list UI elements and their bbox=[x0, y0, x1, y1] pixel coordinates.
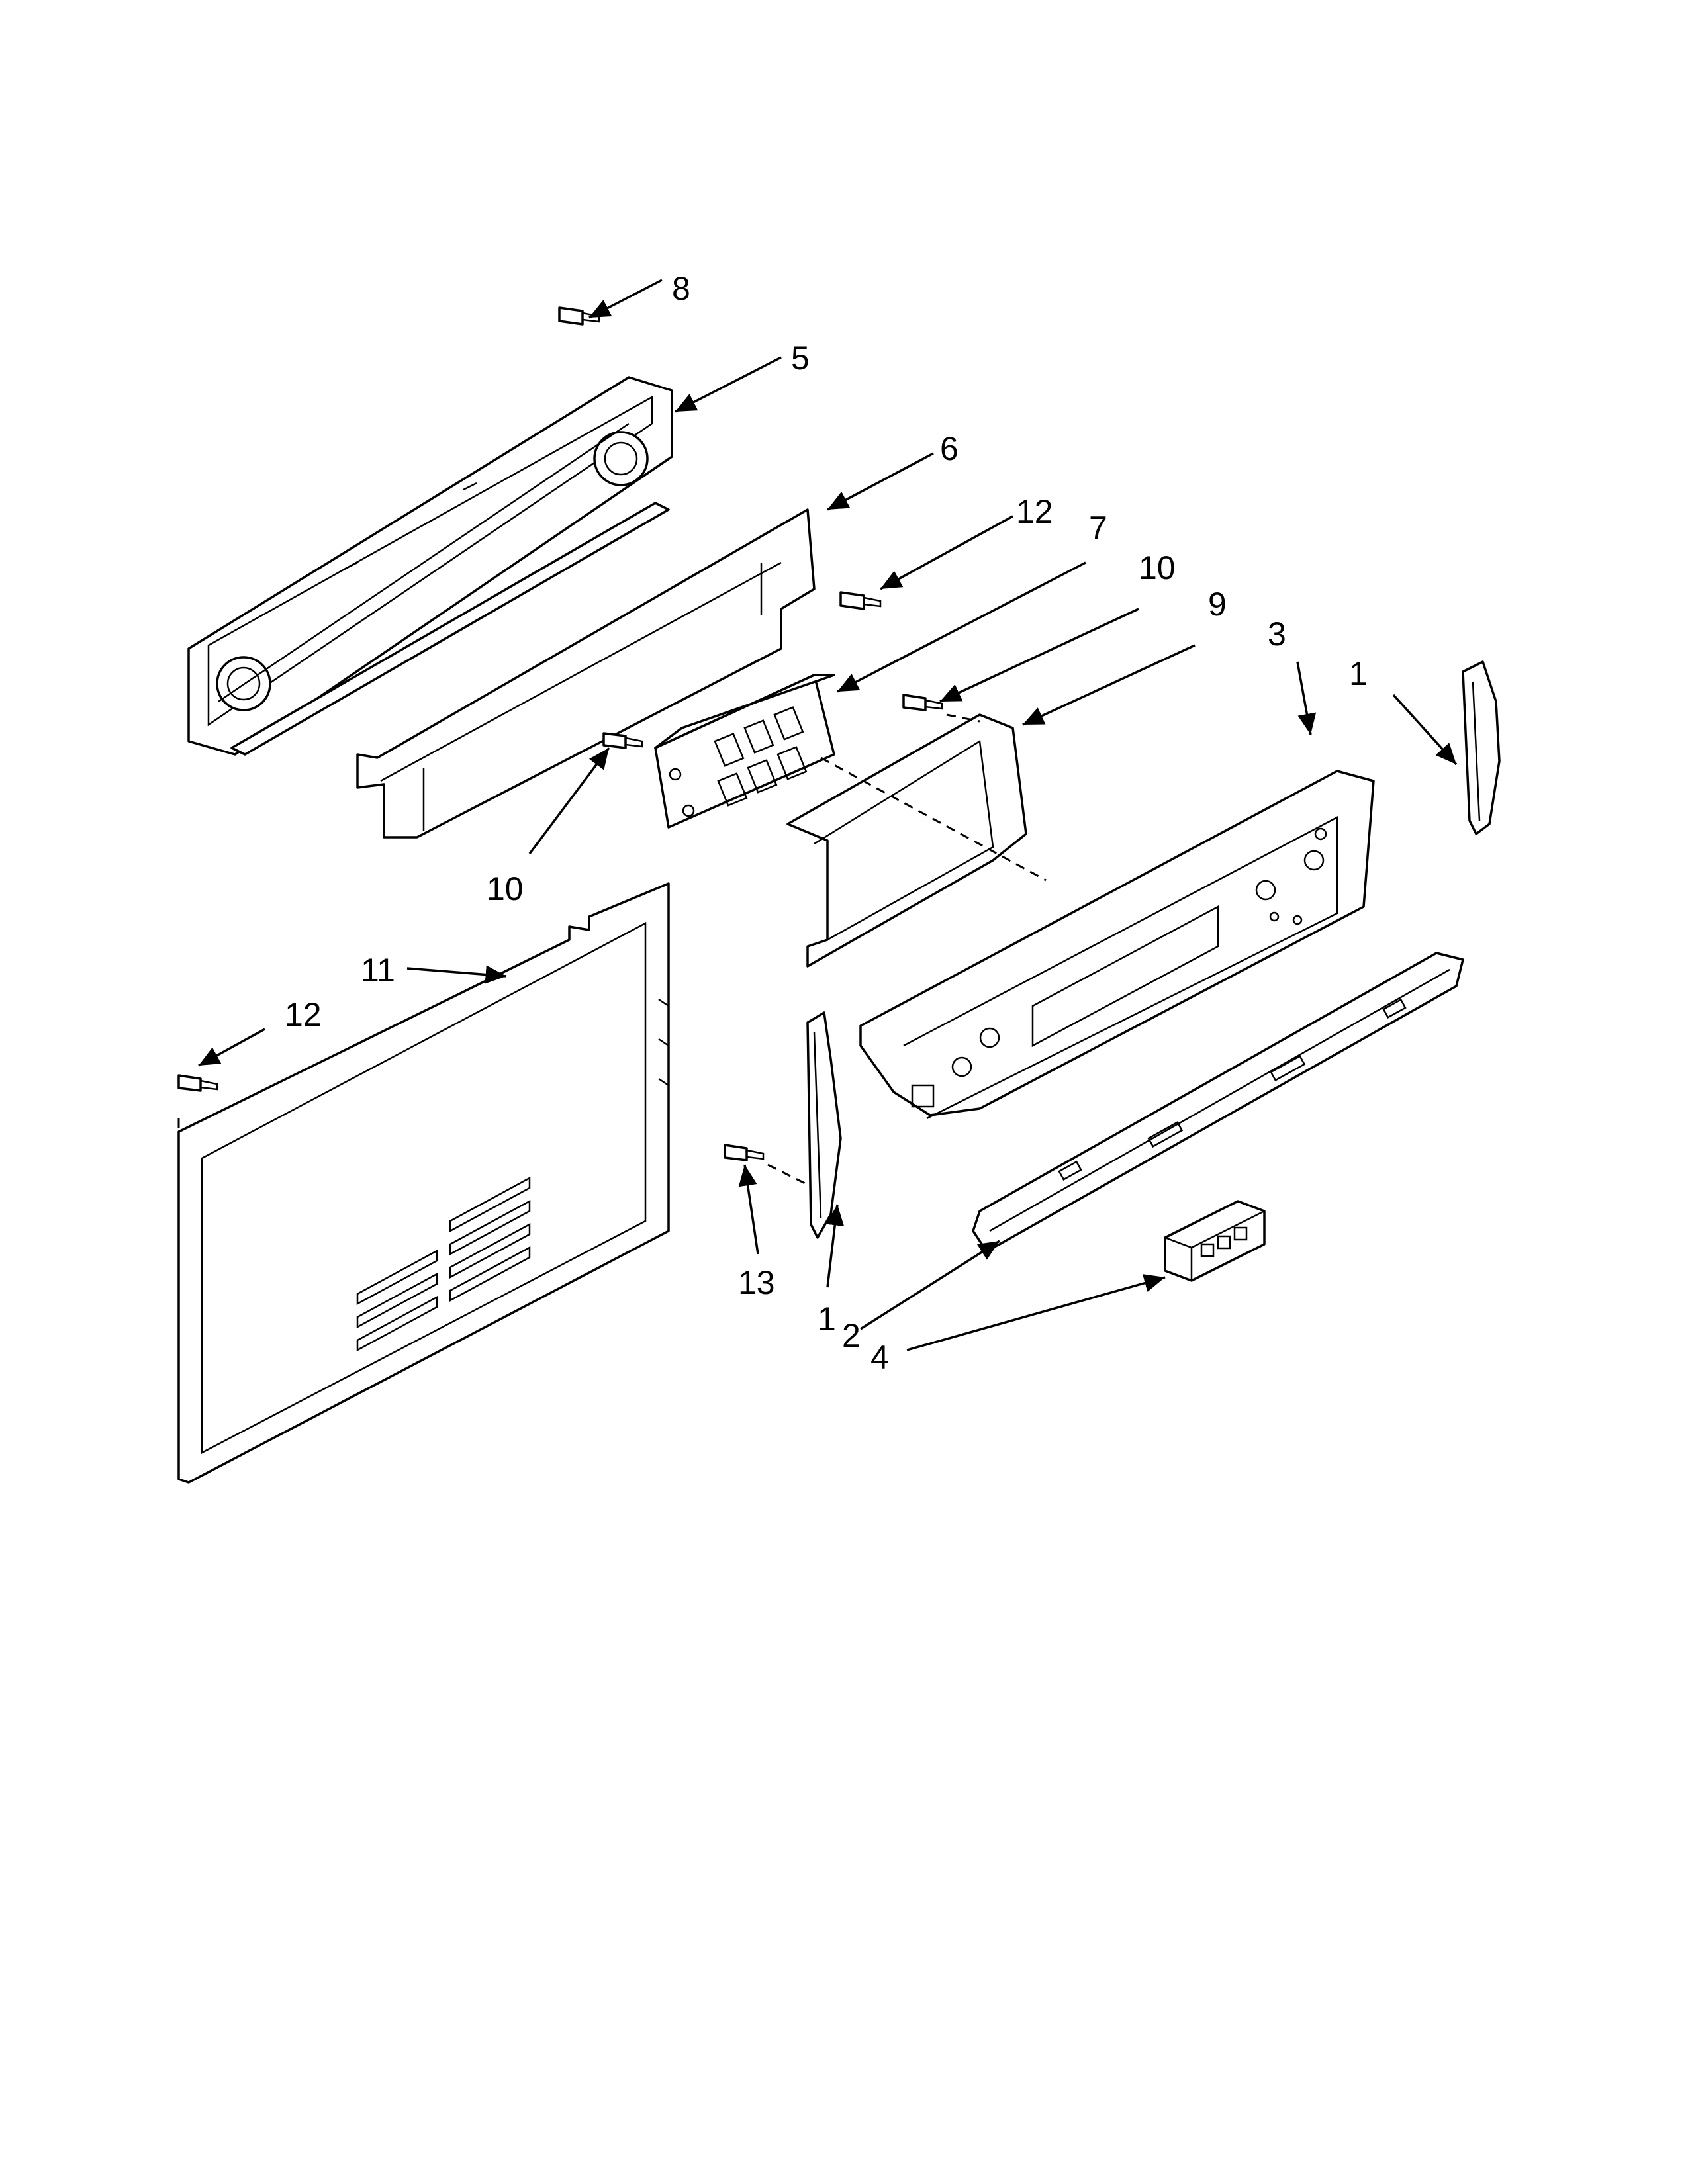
callout-labels: 8 5 6 12 7 10 9 3 1 10 11 12 13 1 2 4 bbox=[285, 270, 1368, 1376]
callout-12: 12 bbox=[285, 996, 322, 1033]
callout-1: 1 bbox=[818, 1300, 836, 1338]
callout-1: 1 bbox=[1349, 655, 1368, 692]
callout-4: 4 bbox=[870, 1339, 889, 1376]
callout-10: 10 bbox=[487, 870, 524, 907]
part-1-side-bracket-left bbox=[806, 1011, 842, 1239]
part-7-electronic-control bbox=[654, 674, 835, 829]
callout-11: 11 bbox=[361, 952, 395, 989]
callout-5: 5 bbox=[791, 340, 810, 377]
callout-3: 3 bbox=[1268, 615, 1286, 653]
leader-lines bbox=[198, 279, 1458, 1351]
part-2-trim bbox=[972, 952, 1464, 1252]
vent-slots bbox=[356, 1176, 531, 1352]
callout-12: 12 bbox=[1016, 493, 1053, 530]
callout-6: 6 bbox=[940, 430, 959, 467]
part-10-screw-right bbox=[902, 694, 943, 711]
part-6-channel-shield bbox=[230, 502, 816, 839]
part-12-screw-upper bbox=[839, 591, 882, 610]
part-11-rear-access-panel bbox=[177, 882, 670, 1484]
part-12-screw-lower bbox=[177, 1074, 218, 1092]
callout-10: 10 bbox=[1139, 549, 1176, 586]
callout-9: 9 bbox=[1208, 586, 1227, 623]
callout-8: 8 bbox=[672, 270, 690, 307]
callout-2: 2 bbox=[842, 1317, 861, 1354]
part-4-control-box bbox=[1164, 1200, 1266, 1282]
alignment-lines bbox=[177, 713, 1047, 1186]
part-9-bracket bbox=[786, 713, 1027, 968]
part-3-control-console bbox=[859, 770, 1375, 1120]
part-1-side-bracket-right bbox=[1462, 660, 1501, 835]
callout-13: 13 bbox=[738, 1264, 775, 1301]
callout-7: 7 bbox=[1089, 510, 1107, 547]
part-10-screw-left bbox=[602, 732, 643, 749]
part-5-rear-panel bbox=[187, 376, 673, 756]
part-13-screw bbox=[724, 1144, 765, 1161]
